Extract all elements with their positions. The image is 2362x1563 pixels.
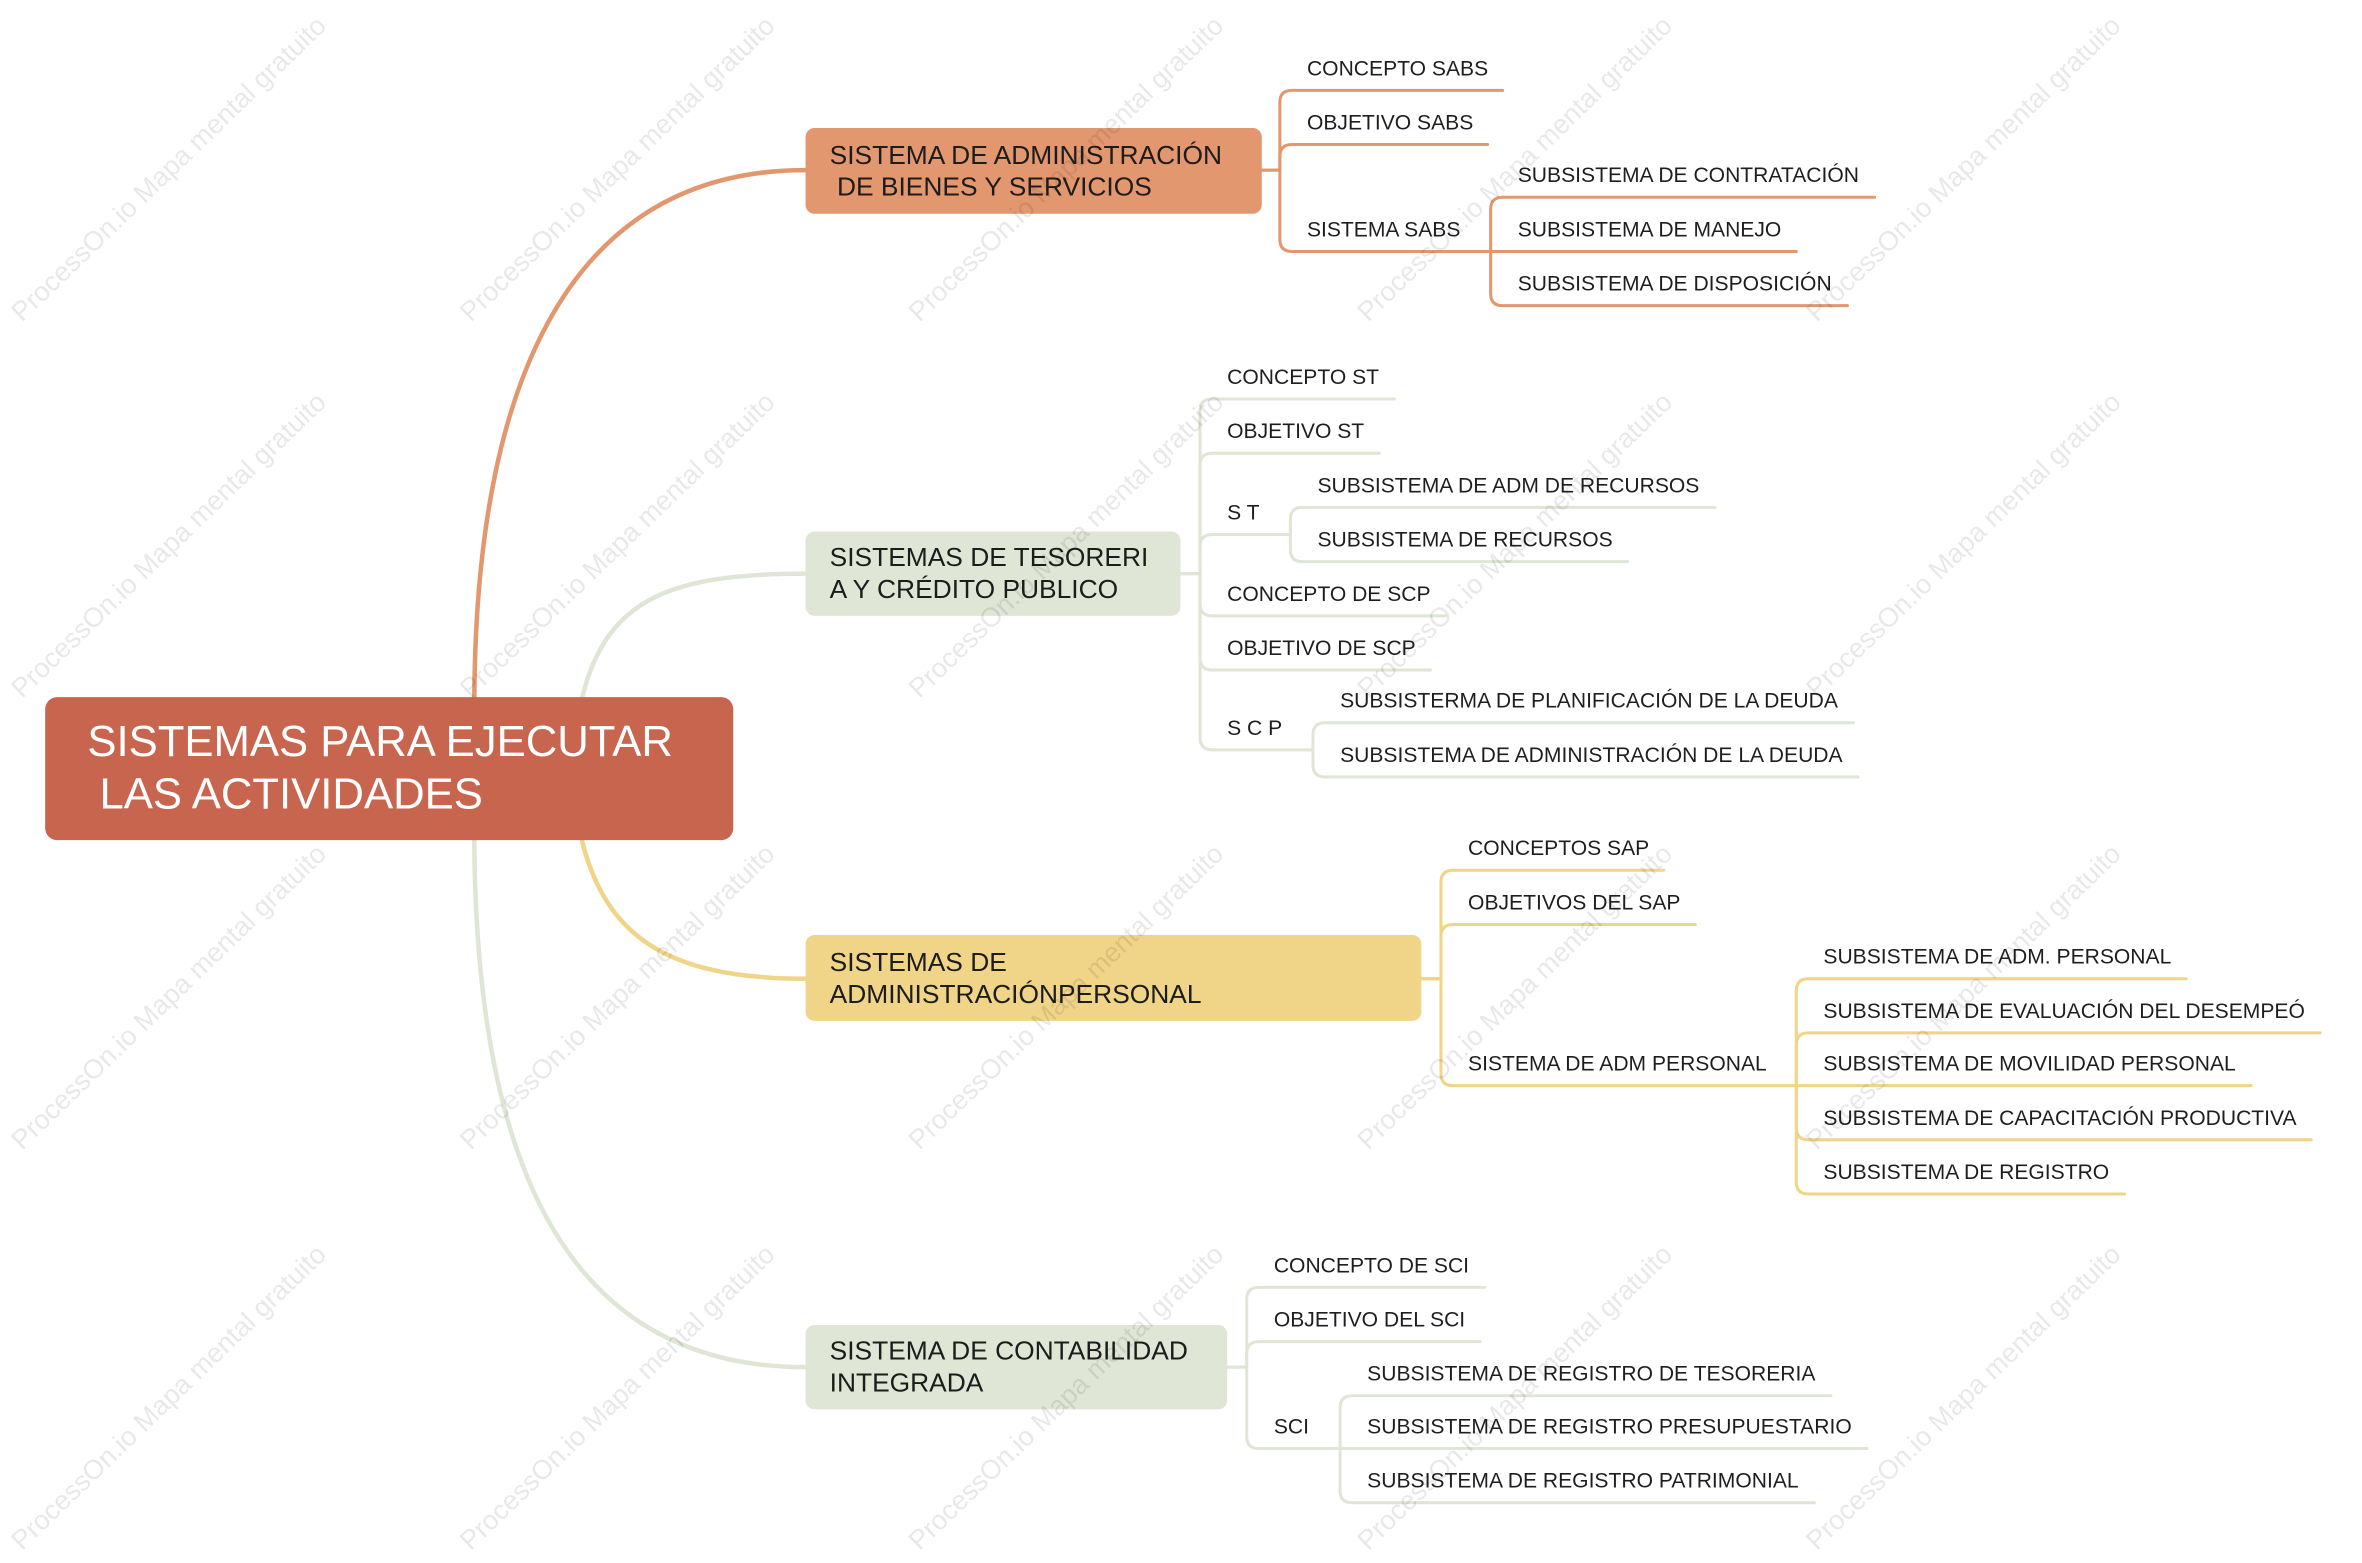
main-topic-line-2: DE BIENES Y SERVICIOS xyxy=(829,170,1152,202)
main-topic-contabilidad-integrada: SISTEMA DE CONTABILIDAD INTEGRADA xyxy=(805,1325,1228,1410)
topic-objetivos-del-sap: OBJETIVOS DEL SAP xyxy=(1468,889,1681,914)
main-topic-line-2: INTEGRADA xyxy=(829,1367,984,1398)
topic-concepto-sabs: CONCEPTO SABS xyxy=(1306,55,1489,80)
connector-line xyxy=(1419,922,1697,981)
main-topic-line-1: SISTEMAS DE TESORERI xyxy=(829,542,1149,573)
connector-line xyxy=(1225,1285,1487,1369)
central-topic: SISTEMAS PARA EJECUTAR LAS ACTIVIDADES xyxy=(45,697,734,841)
main-topic-bienes-y-servicios: SISTEMA DE ADMINISTRACIÓN DE BIENES Y SE… xyxy=(805,127,1262,214)
topic-subsistema-de-registro-presupuestario: SUBSISTEMA DE REGISTRO PRESUPUESTARIO xyxy=(1367,1413,1852,1438)
topic-s-c-p: S C P xyxy=(1227,715,1283,740)
connector-line xyxy=(1489,195,1877,253)
topic-subsistema-de-registro-patrimonial: SUBSISTEMA DE REGISTRO PATRIMONIAL xyxy=(1367,1468,1799,1493)
connector-line xyxy=(1178,451,1381,576)
main-topic-line-2: ADMINISTRACIÓNPERSONAL xyxy=(829,977,1202,1009)
branch-connector-2 xyxy=(577,571,808,710)
topic-concepto-st: CONCEPTO ST xyxy=(1227,364,1380,389)
central-topic-line-2: LAS ACTIVIDADES xyxy=(87,770,483,819)
connector-line xyxy=(1288,533,1630,564)
connector-line xyxy=(1260,168,1493,253)
topic-concepto-de-sci: CONCEPTO DE SCI xyxy=(1273,1252,1470,1277)
connector-line xyxy=(1178,533,1292,576)
topic-sistema-sabs: SISTEMA SABS xyxy=(1306,216,1461,241)
main-topic-line-1: SISTEMAS DE xyxy=(829,946,1007,977)
connector-line xyxy=(1338,1446,1816,1505)
topic-s-t: S T xyxy=(1227,499,1260,524)
topic-subsistema-de-disposicion: SUBSISTEMA DE DISPOSICIÓN xyxy=(1517,271,1832,296)
connector-line xyxy=(1794,977,2188,1088)
topic-subsistema-de-registro: SUBSISTEMA DE REGISTRO xyxy=(1823,1159,2110,1184)
main-topic-line-1: SISTEMA DE CONTABILIDAD xyxy=(829,1335,1188,1366)
connector-line xyxy=(1794,1031,2322,1088)
branch-connector-1 xyxy=(472,167,808,710)
connector-line xyxy=(1260,88,1505,172)
topic-subsisterma-de-planificacion-de-la-deuda: SUBSISTERMA DE PLANIFICACIÓN DE LA DEUDA xyxy=(1340,688,1838,713)
main-topic-tesoreria-credito-publico: SISTEMAS DE TESORERI A Y CRÉDITO PUBLICO xyxy=(805,531,1181,616)
branch-connector-3 xyxy=(577,828,808,981)
connector-line xyxy=(1288,505,1717,537)
topic-subsistema-de-evaluacion-del-desempeo: SUBSISTEMA DE EVALUACIÓN DEL DESEMPEÓ xyxy=(1823,998,2305,1023)
topic-objetivo-sabs: OBJETIVO SABS xyxy=(1306,109,1474,135)
connector-line xyxy=(1225,1340,1482,1369)
connector-line xyxy=(1338,1394,1833,1450)
connector-line xyxy=(1489,249,1849,308)
central-topic-line-1: SISTEMAS PARA EJECUTAR xyxy=(87,717,673,766)
connector-line xyxy=(1794,1084,2127,1196)
topic-conceptos-sap: CONCEPTOS SAP xyxy=(1468,835,1650,860)
main-topic-line-1: SISTEMA DE ADMINISTRACIÓN xyxy=(829,139,1223,170)
main-topic-line-2: A Y CRÉDITO PUBLICO xyxy=(829,573,1119,604)
connector-line xyxy=(1311,721,1856,752)
branch-connector-4 xyxy=(472,828,808,1370)
connector-line xyxy=(1311,748,1860,779)
topic-sistema-de-adm-personal: SISTEMA DE ADM PERSONAL xyxy=(1468,1050,1767,1076)
topic-subsistema-de-registro-de-tesoreria: SUBSISTEMA DE REGISTRO DE TESORERIA xyxy=(1367,1361,1816,1386)
topic-subsistema-de-contratacion: SUBSISTEMA DE CONTRATACIÓN xyxy=(1517,162,1859,187)
topic-subsistema-de-movilidad-personal: SUBSISTEMA DE MOVILIDAD PERSONAL xyxy=(1823,1050,2236,1076)
connector-line xyxy=(1225,1365,1342,1450)
topic-sci: SCI xyxy=(1273,1413,1309,1438)
topic-objetivo-st: OBJETIVO ST xyxy=(1227,418,1365,443)
topic-subsistema-de-administracion-de-la-deuda: SUBSISTEMA DE ADMINISTRACIÓN DE LA DEUDA xyxy=(1340,742,1843,767)
topic-subsistema-de-recursos: SUBSISTEMA DE RECURSOS xyxy=(1317,526,1613,552)
topic-objetivo-del-sci: OBJETIVO DEL SCI xyxy=(1273,1306,1466,1332)
topic-subsistema-de-adm-personal: SUBSISTEMA DE ADM. PERSONAL xyxy=(1823,944,2172,969)
topic-subsistema-de-capacitacion-productiva: SUBSISTEMA DE CAPACITACIÓN PRODUCTIVA xyxy=(1823,1105,2297,1130)
connector-line xyxy=(1178,572,1315,752)
topic-concepto-de-scp: CONCEPTO DE SCP xyxy=(1227,581,1431,606)
connector-line xyxy=(1419,977,1798,1088)
main-topic-administracion-personal: SISTEMAS DE ADMINISTRACIÓNPERSONAL xyxy=(805,935,1422,1021)
topic-subsistema-de-manejo: SUBSISTEMA DE MANEJO xyxy=(1517,216,1782,241)
connector-line xyxy=(1260,143,1490,172)
topic-subsistema-de-adm-de-recursos: SUBSISTEMA DE ADM DE RECURSOS xyxy=(1317,472,1700,497)
connector-line xyxy=(1419,868,1666,981)
connector-line xyxy=(1178,397,1396,576)
topic-objetivo-de-scp: OBJETIVO DE SCP xyxy=(1227,635,1416,660)
